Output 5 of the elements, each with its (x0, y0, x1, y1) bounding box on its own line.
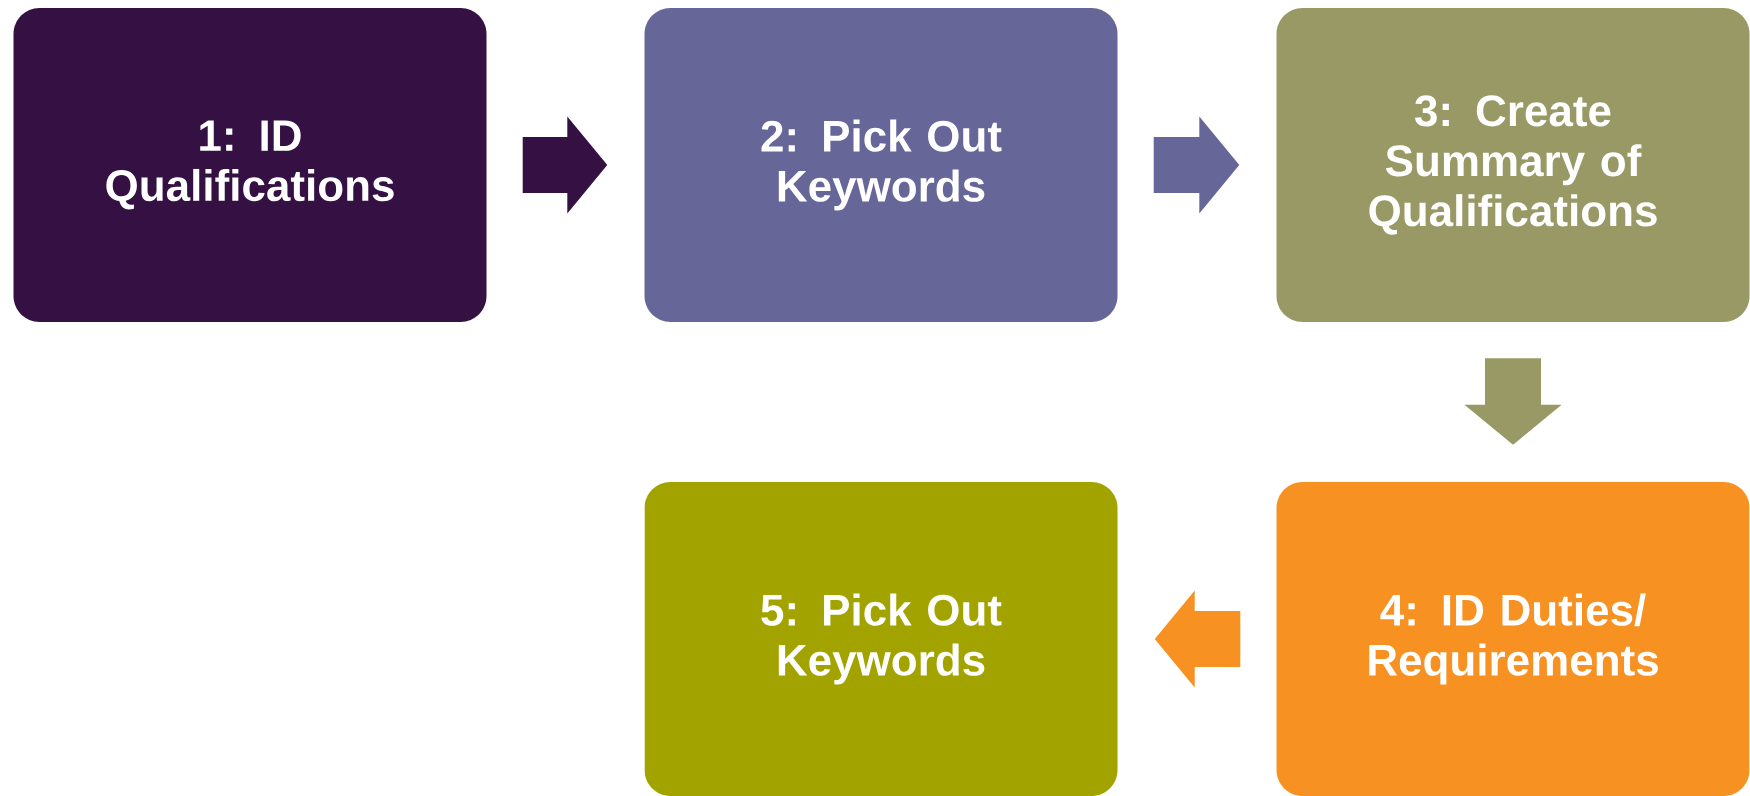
process-box: 1: ID Qualifications (13, 8, 487, 322)
process-box: 2: Pick Out Keywords (644, 8, 1118, 322)
process-box: 5: Pick Out Keywords (644, 482, 1118, 796)
process-box: 3: Create Summary of Qualifications (1276, 8, 1750, 322)
process-box: 4: ID Duties/ Requirements (1276, 482, 1750, 796)
